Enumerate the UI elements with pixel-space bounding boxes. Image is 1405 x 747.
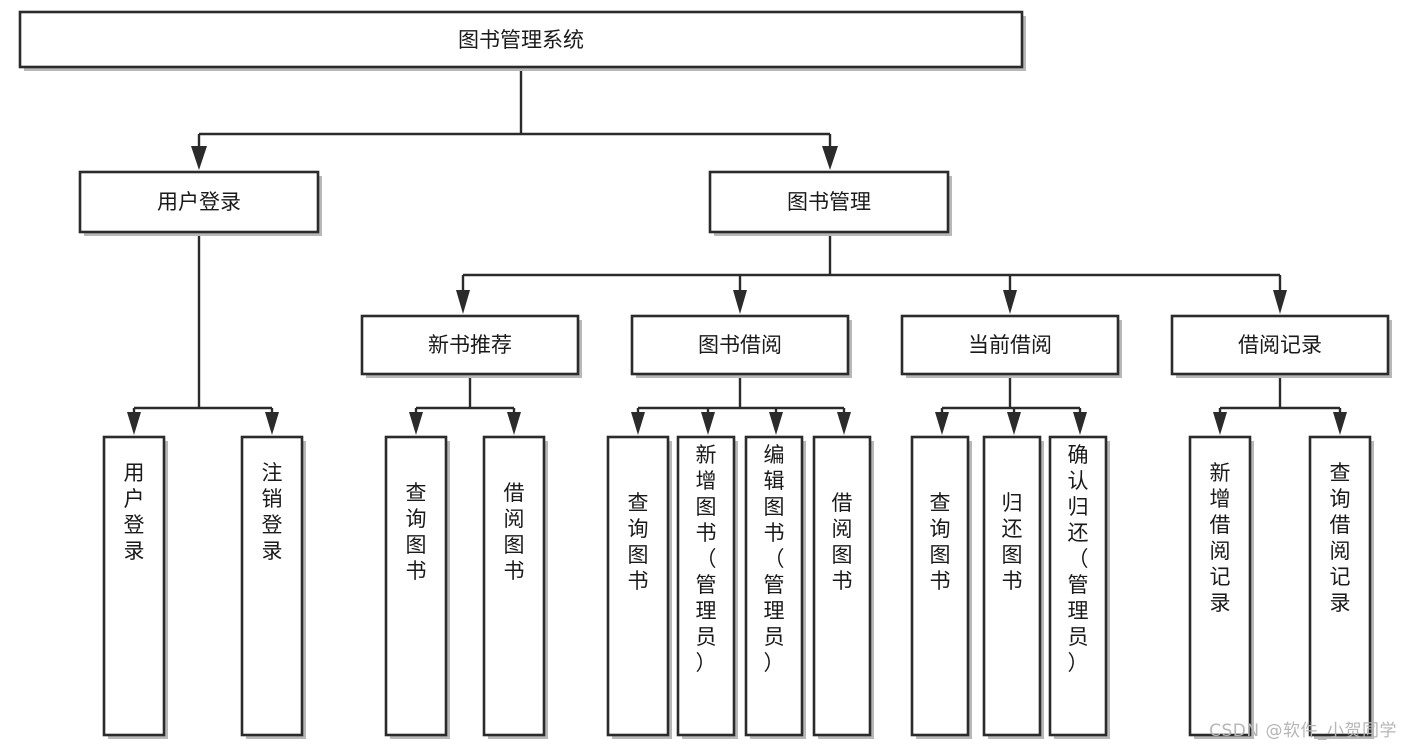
node-book-borrow[interactable]: 图书借阅	[630, 314, 852, 378]
leaf-user-login-box	[102, 435, 166, 737]
node-leaf-query-book-3[interactable]: 查询图书	[910, 435, 972, 739]
node-leaf-query-record[interactable]: 查询借阅记录	[1308, 435, 1374, 739]
leaf-add-book-box	[676, 435, 736, 737]
node-leaf-user-logout[interactable]: 注销登录	[240, 435, 306, 739]
node-new-book-recommend[interactable]: 新书推荐	[360, 314, 582, 378]
new-book-recommend-label: 新书推荐	[428, 333, 512, 357]
arrowhead-leaf-add-record	[1213, 412, 1227, 435]
leaf-edit-book-box	[744, 435, 804, 737]
user-login-box	[78, 170, 320, 234]
leaf-query-record-label: 查询借阅记录	[1330, 461, 1351, 615]
arrowhead-leaf-borrow-book-2	[837, 412, 851, 435]
leaf-confirm-return-box	[1048, 435, 1108, 737]
borrow-record-box	[1170, 314, 1390, 376]
node-root[interactable]: 图书管理系统	[18, 10, 1026, 71]
arrowhead-borrow-record	[1273, 290, 1287, 314]
leaf-add-record-label: 新增借阅记录	[1210, 461, 1231, 615]
leaf-borrow-book-1-box	[482, 435, 546, 737]
root-label: 图书管理系统	[458, 28, 584, 52]
leaf-user-logout-label: 注销登录	[262, 461, 283, 563]
arrowhead-book-borrow	[733, 290, 747, 314]
arrowhead-new-book-recommend	[456, 290, 470, 314]
leaf-borrow-book-1-label: 借阅图书	[504, 481, 525, 583]
node-leaf-user-login[interactable]: 用户登录	[102, 435, 168, 739]
arrowhead-current-borrow	[1003, 290, 1017, 314]
arrowhead-leaf-query-book-3	[935, 412, 949, 435]
arrowhead-leaf-edit-book	[769, 412, 783, 435]
leaf-query-book-1-box	[384, 435, 448, 737]
csdn-watermark: CSDN @软件_小贺同学	[1209, 721, 1397, 741]
leaf-user-login-label: 用户登录	[124, 461, 145, 563]
leaf-user-logout-box	[240, 435, 304, 737]
leaf-add-book-label: 新增图书（管理员）	[696, 443, 717, 675]
leaf-query-book-3-label: 查询图书	[930, 491, 951, 593]
node-leaf-return-book[interactable]: 归还图书	[982, 435, 1044, 739]
node-user-login[interactable]: 用户登录	[78, 170, 322, 236]
leaf-query-book-2-label: 查询图书	[628, 491, 649, 593]
leaf-add-record-box	[1188, 435, 1252, 737]
arrowhead-leaf-user-login	[127, 412, 141, 435]
leaf-return-book-label: 归还图书	[1002, 491, 1023, 593]
borrow-record-label: 借阅记录	[1238, 333, 1322, 357]
node-leaf-edit-book[interactable]: 编辑图书（管理员）	[744, 435, 806, 739]
leaf-borrow-book-2-box	[812, 435, 872, 737]
leaf-edit-book-label: 编辑图书（管理员）	[764, 443, 785, 675]
leaf-query-book-1-label: 查询图书	[406, 481, 427, 583]
node-leaf-confirm-return[interactable]: 确认归还（管理员）	[1048, 435, 1110, 739]
node-leaf-borrow-book-1[interactable]: 借阅图书	[482, 435, 548, 739]
arrowhead-leaf-user-logout	[265, 412, 279, 435]
node-leaf-borrow-book-2[interactable]: 借阅图书	[812, 435, 874, 739]
leaf-borrow-book-2-label: 借阅图书	[832, 491, 853, 593]
node-leaf-add-book[interactable]: 新增图书（管理员）	[676, 435, 738, 739]
connector-layer	[127, 67, 1347, 435]
arrowhead-leaf-borrow-book-1	[507, 412, 521, 435]
node-current-borrow[interactable]: 当前借阅	[900, 314, 1122, 378]
user-login-label: 用户登录	[157, 190, 241, 214]
node-leaf-query-book-1[interactable]: 查询图书	[384, 435, 450, 739]
arrowhead-user-login	[191, 146, 207, 170]
new-book-recommend-box	[360, 314, 580, 376]
leaf-confirm-return-label: 确认归还（管理员）	[1068, 443, 1089, 675]
book-borrow-label: 图书借阅	[698, 333, 782, 357]
leaf-query-book-2-box	[606, 435, 670, 737]
book-borrow-box	[630, 314, 850, 376]
arrowhead-leaf-query-book-1	[409, 412, 423, 435]
leaf-query-record-box	[1308, 435, 1372, 737]
current-borrow-box	[900, 314, 1120, 376]
arrowhead-leaf-confirm-return	[1073, 412, 1087, 435]
book-management-box	[708, 170, 950, 234]
arrowhead-book-management	[822, 146, 838, 170]
node-leaf-query-book-2[interactable]: 查询图书	[606, 435, 672, 739]
current-borrow-label: 当前借阅	[968, 333, 1052, 357]
arrowhead-leaf-query-record	[1333, 412, 1347, 435]
leaf-query-book-3-box	[910, 435, 970, 737]
leaf-return-book-box	[982, 435, 1042, 737]
book-management-label: 图书管理	[787, 190, 871, 214]
root-box	[18, 10, 1024, 69]
node-book-management[interactable]: 图书管理	[708, 170, 952, 236]
arrowhead-leaf-add-book	[701, 412, 715, 435]
arrowhead-leaf-query-book-2	[631, 412, 645, 435]
node-borrow-record[interactable]: 借阅记录	[1170, 314, 1392, 378]
arrowhead-leaf-return-book	[1007, 412, 1021, 435]
node-leaf-add-record[interactable]: 新增借阅记录	[1188, 435, 1254, 739]
